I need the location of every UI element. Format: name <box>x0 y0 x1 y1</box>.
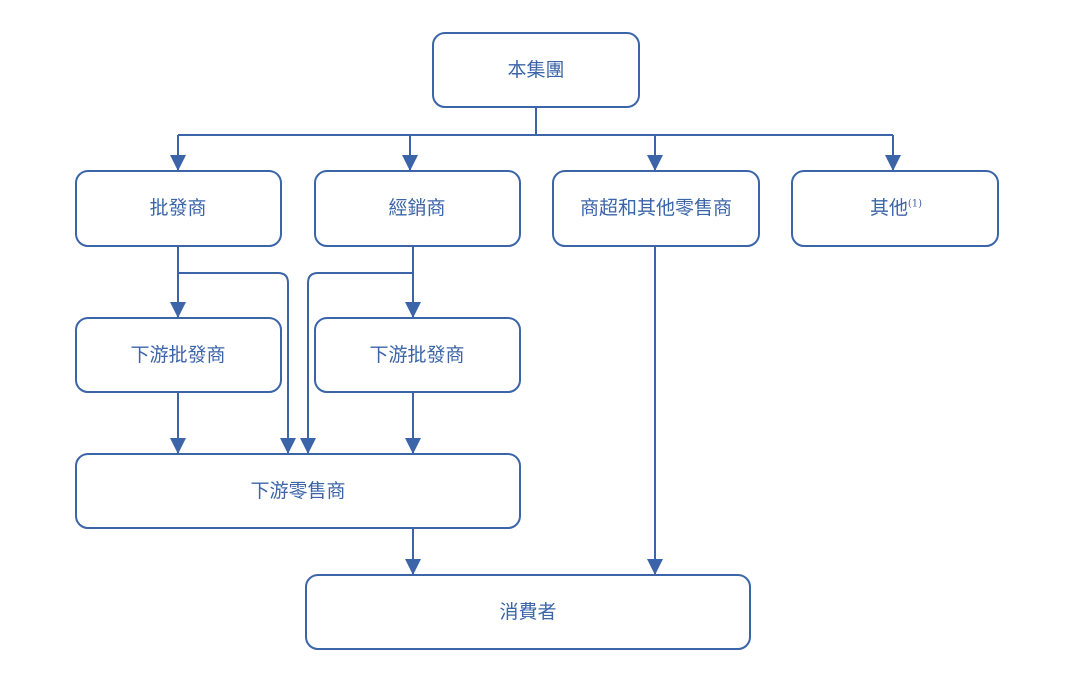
footnote-marker: (1) <box>908 199 922 210</box>
node-label: 消費者 <box>499 601 556 623</box>
node-downstream-wholesalers-2: 下游批發商 <box>314 317 521 393</box>
node-label: 商超和其他零售商 <box>580 197 732 219</box>
node-wholesalers: 批發商 <box>75 170 282 247</box>
arrow-wholesalers-to-retailers <box>178 272 296 454</box>
node-label: 其他 <box>870 197 908 219</box>
node-consumers: 消費者 <box>305 574 751 650</box>
node-label: 批發商 <box>149 197 206 219</box>
node-label: 本集團 <box>507 59 564 81</box>
node-label: 下游批發商 <box>369 344 464 366</box>
node-downstream-wholesalers-1: 下游批發商 <box>75 317 282 393</box>
node-group: 本集團 <box>432 32 640 108</box>
node-label: 下游零售商 <box>250 480 345 502</box>
node-others: 其他 (1) <box>791 170 999 247</box>
node-downstream-retailers: 下游零售商 <box>75 453 521 529</box>
node-distributors: 經銷商 <box>314 170 521 247</box>
node-supermarkets: 商超和其他零售商 <box>552 170 760 247</box>
node-label: 下游批發商 <box>130 344 225 366</box>
node-label: 經銷商 <box>388 197 445 219</box>
connectors <box>170 107 901 575</box>
arrow-distributors-to-retailers <box>300 272 413 454</box>
